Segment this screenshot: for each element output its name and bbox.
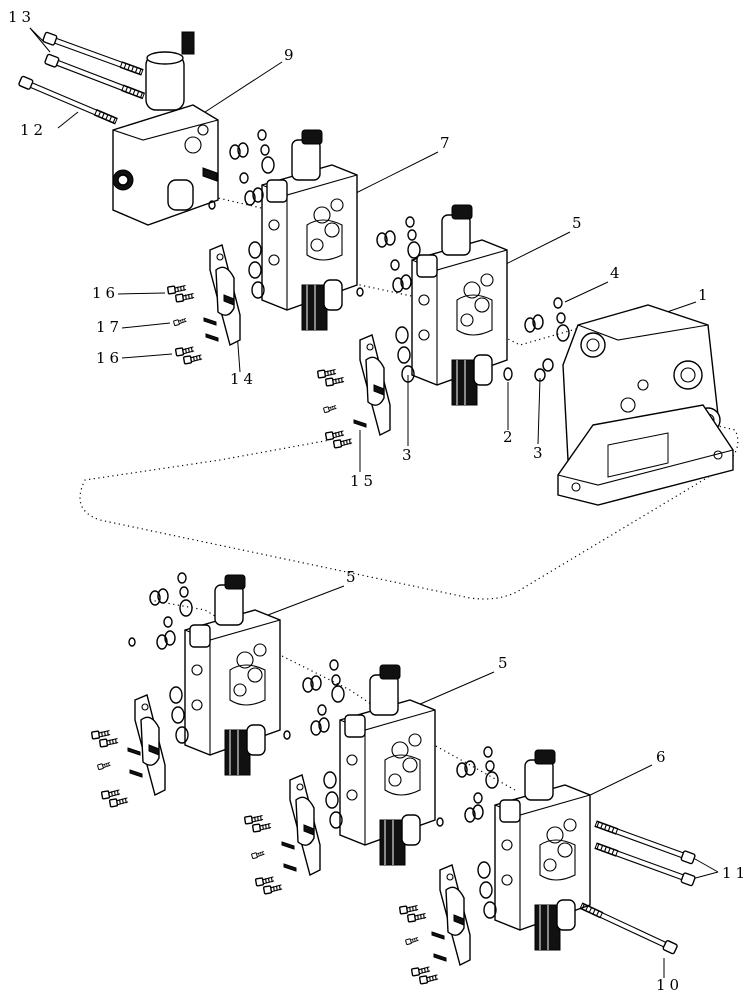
callout-9: 9 — [284, 46, 298, 64]
callout-1: 1 — [698, 286, 712, 304]
outlet-section-1 — [557, 304, 734, 506]
valve-section-5-low — [339, 664, 436, 866]
valve-section-7 — [261, 129, 358, 331]
callout-17: 17 — [96, 318, 123, 336]
o-rings — [128, 129, 570, 919]
callout-16-lower: 16 — [96, 349, 123, 367]
leader-lines — [29, 27, 719, 978]
callout-2: 2 — [503, 428, 517, 446]
end-cover-e — [439, 864, 471, 966]
valve-section-5-mid — [184, 574, 281, 776]
end-cover-14 — [209, 244, 241, 346]
inlet-section-9 — [112, 31, 219, 226]
valve-section-5-top — [411, 204, 508, 406]
callout-13: 13 — [8, 8, 35, 26]
callout-6: 6 — [656, 748, 670, 766]
callout-14: 14 — [230, 370, 257, 388]
callout-5-mid: 5 — [346, 568, 360, 586]
tie-rod-10 — [578, 900, 679, 955]
callout-5-low: 5 — [498, 654, 512, 672]
end-cover-c — [134, 694, 166, 796]
callout-4: 4 — [610, 264, 624, 282]
tie-rods-11 — [593, 818, 697, 887]
callout-16-upper: 16 — [92, 284, 119, 302]
callout-11: 11 — [722, 864, 749, 882]
callout-3-right: 3 — [533, 444, 547, 462]
callout-3-left: 3 — [402, 446, 416, 464]
seals-15 — [127, 317, 447, 962]
callout-12: 12 — [20, 121, 47, 139]
end-cover-b — [359, 334, 391, 436]
valve-section-6 — [494, 749, 591, 951]
callout-15: 15 — [350, 472, 377, 490]
callout-7: 7 — [440, 134, 454, 152]
end-cover-d — [289, 774, 321, 876]
tie-rods-13 — [41, 31, 146, 102]
callout-10: 10 — [656, 976, 683, 994]
callout-5-top: 5 — [572, 214, 586, 232]
